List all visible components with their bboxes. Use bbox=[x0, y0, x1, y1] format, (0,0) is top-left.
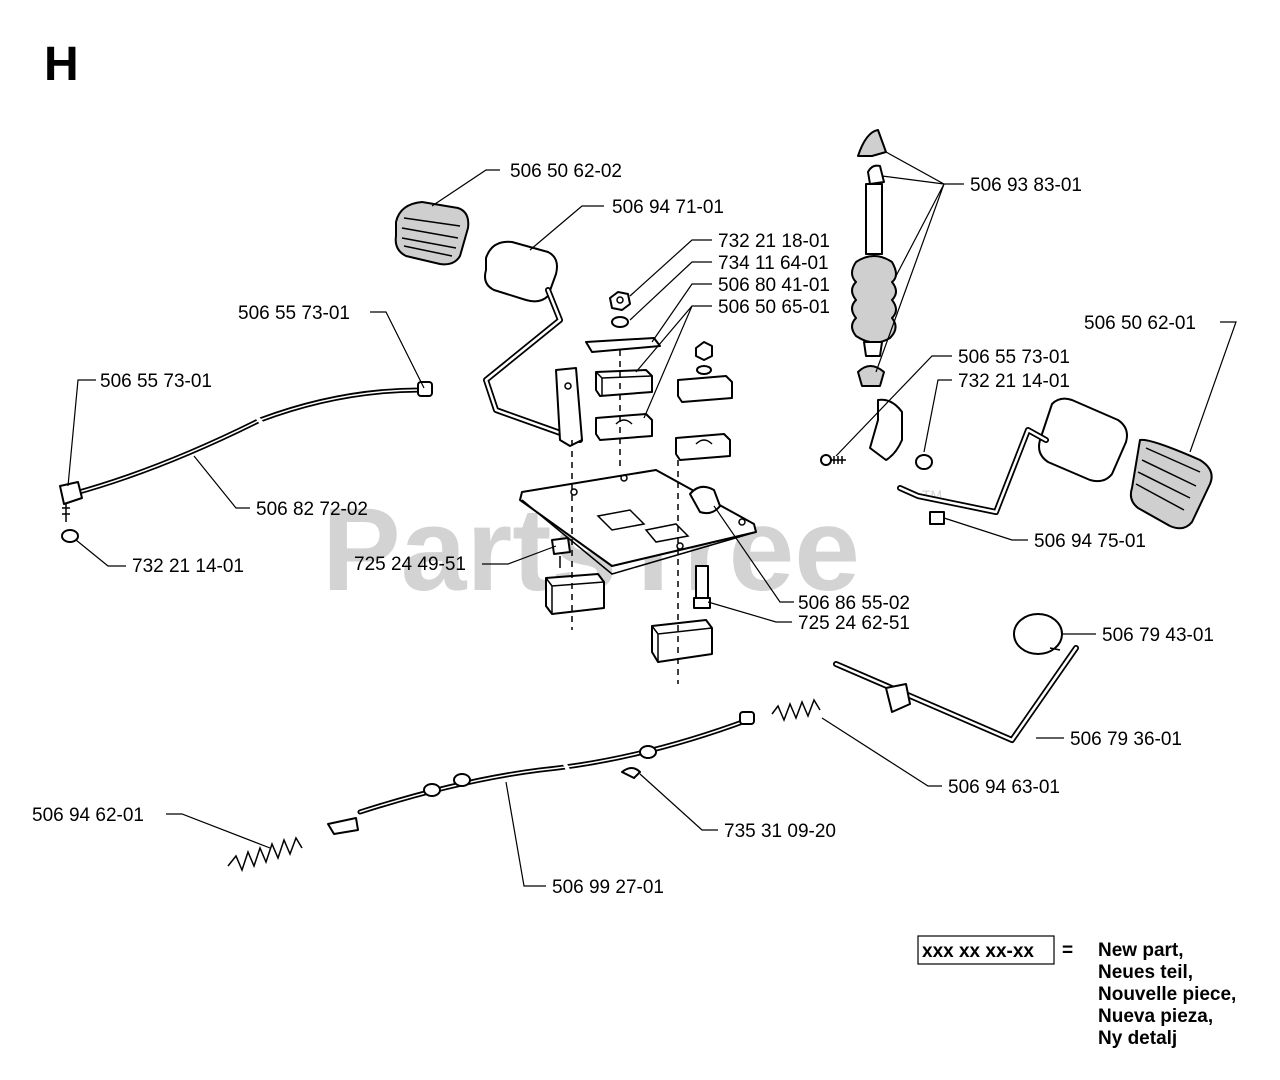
pedal-pad-left bbox=[394, 201, 470, 266]
clip-735-31-09 bbox=[621, 767, 641, 779]
callout-spring-left: 506 94 62-01 bbox=[32, 805, 144, 826]
callout-washer: 734 11 64-01 bbox=[718, 253, 829, 274]
bolt-right bbox=[820, 454, 846, 466]
callout-spring-assembly: 506 93 83-01 bbox=[970, 175, 1082, 196]
spring-assembly bbox=[851, 129, 897, 387]
legend-line-1: New part, bbox=[1098, 940, 1184, 961]
callout-brake-pedal-left: 506 94 71-01 bbox=[612, 197, 724, 218]
legend-line-3: Nouvelle piece, bbox=[1098, 984, 1236, 1005]
legend-line-4: Nueva pieza, bbox=[1098, 1006, 1213, 1027]
callout-bolt-right: 506 55 73-01 bbox=[958, 347, 1070, 368]
bolt-725-24-62 bbox=[693, 565, 711, 609]
callout-plate: 506 80 41-01 bbox=[718, 275, 830, 296]
legend-code-box bbox=[917, 935, 1055, 965]
callout-nut-left: 732 21 14-01 bbox=[132, 556, 244, 577]
callout-cable-bottom: 506 99 27-01 bbox=[552, 877, 664, 898]
callout-nut: 732 21 18-01 bbox=[718, 231, 830, 252]
callout-cable-left: 506 82 72-02 bbox=[256, 499, 368, 520]
base-plate bbox=[519, 469, 757, 575]
callout-bolt-center: 725 24 62-51 bbox=[798, 613, 910, 634]
pedal-right bbox=[869, 397, 1128, 525]
plate-506-80-41 bbox=[585, 337, 661, 353]
callout-base-plate: 506 86 55-02 bbox=[798, 593, 910, 614]
nut-left bbox=[61, 529, 79, 543]
callout-clip: 735 31 09-20 bbox=[724, 821, 836, 842]
spring-506-94-63 bbox=[771, 698, 821, 723]
callout-lever-rod: 506 79 36-01 bbox=[1070, 729, 1182, 750]
callout-knob: 506 79 43-01 bbox=[1102, 625, 1214, 646]
callout-bolt-left: 725 24 49-51 bbox=[354, 554, 466, 575]
cable-left bbox=[59, 381, 433, 522]
callout-nut-right: 732 21 14-01 bbox=[958, 371, 1070, 392]
callout-spring-right: 506 94 63-01 bbox=[948, 777, 1060, 798]
bolt-725-24-49 bbox=[551, 537, 571, 568]
callout-pedal-right: 506 94 75-01 bbox=[1034, 531, 1146, 552]
cable-bottom bbox=[327, 711, 755, 835]
spring-506-94-62 bbox=[227, 836, 303, 873]
callout-pedal-pad-right: 506 50 62-01 bbox=[1084, 313, 1196, 334]
legend-line-5: Ny detalj bbox=[1098, 1028, 1177, 1049]
knob bbox=[1013, 613, 1063, 655]
dashed-axes bbox=[571, 350, 679, 684]
callout-cable-left-end: 506 55 73-01 bbox=[100, 371, 212, 392]
pedal-pad-right bbox=[1129, 438, 1213, 530]
callout-cable-end: 506 55 73-01 bbox=[238, 303, 350, 324]
brake-pedal-left bbox=[483, 240, 583, 447]
nut-right bbox=[915, 454, 933, 470]
section-letter: H bbox=[44, 38, 79, 91]
legend-code: xxx xx xx-xx bbox=[922, 941, 1034, 962]
legend-equals: = bbox=[1062, 940, 1073, 961]
lever-rod bbox=[833, 645, 1079, 743]
nut-732-21-18 bbox=[609, 291, 631, 311]
washer-734-11-64 bbox=[611, 316, 629, 328]
leader-lines bbox=[67, 151, 1237, 887]
callout-pedal-pad-left: 506 50 62-02 bbox=[510, 161, 622, 182]
rubber-blocks bbox=[595, 341, 733, 461]
legend-line-2: Neues teil, bbox=[1098, 962, 1193, 983]
callout-rubber-blocks: 506 50 65-01 bbox=[718, 297, 830, 318]
lower-blocks bbox=[545, 573, 713, 663]
legend: xxx xx xx-xx = New part, Neues teil, Nou… bbox=[917, 935, 1236, 1049]
